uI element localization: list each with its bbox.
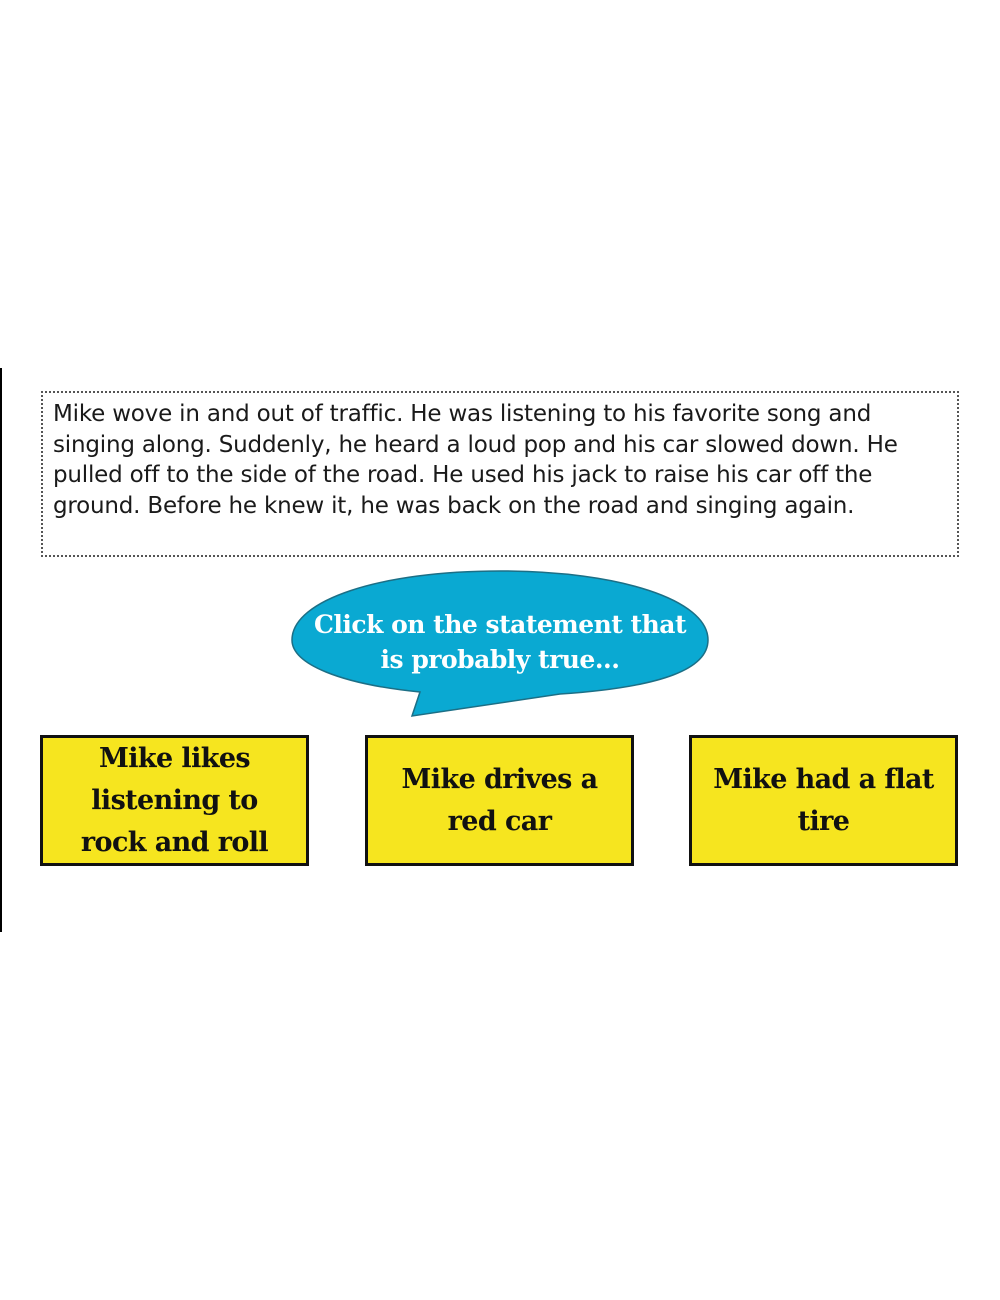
choice-button-flat-tire[interactable]: Mike had a flat tire (689, 735, 958, 866)
choice-label: Mike likes listening to rock and roll (80, 742, 269, 858)
choice-label: Mike drives a red car (401, 763, 599, 837)
choice-label: Mike had a flat tire (713, 763, 934, 837)
passage-text: Mike wove in and out of traffic. He was … (53, 401, 898, 519)
choice-button-rock-and-roll[interactable]: Mike likes listening to rock and roll (40, 735, 309, 866)
page-edge-line (0, 368, 2, 932)
choice-button-red-car[interactable]: Mike drives a red car (365, 735, 634, 866)
passage-box: Mike wove in and out of traffic. He was … (41, 391, 959, 557)
prompt-text: Click on the statement that is probably … (313, 610, 687, 674)
